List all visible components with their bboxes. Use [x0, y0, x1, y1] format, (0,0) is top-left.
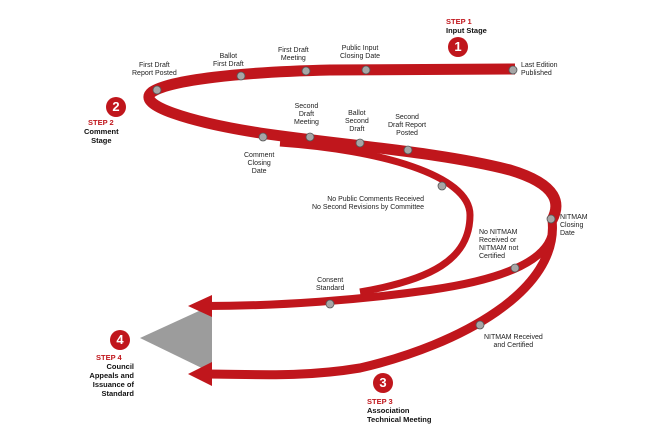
node-no-nitmam	[510, 263, 520, 273]
label-comment-closing: Comment Closing Date	[244, 152, 275, 175]
step-4-title: Council Appeals and Issuance of Standard	[89, 362, 134, 398]
step-4-badge: 4	[110, 330, 130, 350]
label-no-nitmam: No NITMAM Received or NITMAM not Certifi…	[479, 229, 519, 260]
step-4-tag: STEP 4	[96, 353, 122, 362]
ribbon-nitmam-received	[204, 219, 557, 380]
step-2-title: Comment Stage	[84, 127, 119, 145]
ribbon-consent-path	[204, 219, 557, 310]
label-last-edition: Last Edition Published	[521, 62, 558, 77]
node-second-draft-report	[403, 145, 413, 155]
label-first-draft-report: First Draft Report Posted	[132, 62, 177, 77]
label-ballot-first-draft: Ballot First Draft	[213, 53, 244, 68]
node-ballot-second-draft	[355, 138, 365, 148]
node-comment-closing	[258, 132, 268, 142]
label-consent-standard: Consent Standard	[316, 277, 345, 292]
label-no-public-comments: No Public Comments Received No Second Re…	[312, 196, 425, 211]
step-1-badge: 1	[448, 37, 468, 57]
step-3-tag: STEP 3	[367, 397, 393, 406]
label-nitmam-received: NITMAM Received and Certified	[484, 334, 543, 349]
node-nitmam-closing	[546, 214, 556, 224]
arrow-tip-lower	[188, 362, 212, 386]
node-last-edition	[508, 65, 518, 75]
arrow-tip-upper	[188, 295, 212, 317]
node-second-draft-meeting	[305, 132, 315, 142]
label-nitmam-closing: NITMAM Closing Date	[560, 214, 588, 237]
step-3-title: Association Technical Meeting	[367, 406, 432, 424]
node-no-public-comments	[437, 181, 447, 191]
label-second-draft-meeting: Second Draft Meeting	[294, 103, 319, 126]
step-2-tag: STEP 2	[88, 118, 114, 127]
label-first-draft-meeting: First Draft Meeting	[278, 47, 309, 62]
step-3-badge: 3	[373, 373, 393, 393]
node-ballot-first-draft	[236, 71, 246, 81]
label-public-input-closing: Public Input Closing Date	[340, 45, 381, 60]
arrow-head-block	[140, 305, 212, 373]
node-nitmam-received	[475, 320, 485, 330]
node-first-draft-report	[152, 85, 162, 95]
step-1-tag: STEP 1	[446, 17, 472, 26]
ribbon-no-comments	[279, 139, 474, 296]
label-second-draft-report: Second Draft Report Posted	[388, 114, 427, 137]
label-ballot-second-draft: Ballot Second Draft	[345, 110, 369, 133]
step-2-badge: 2	[106, 97, 126, 117]
node-public-input-closing	[361, 65, 371, 75]
node-first-draft-meeting	[301, 66, 311, 76]
step-1-title: Input Stage	[446, 26, 487, 35]
ribbon-main	[143, 63, 562, 223]
node-consent-standard	[325, 299, 335, 309]
